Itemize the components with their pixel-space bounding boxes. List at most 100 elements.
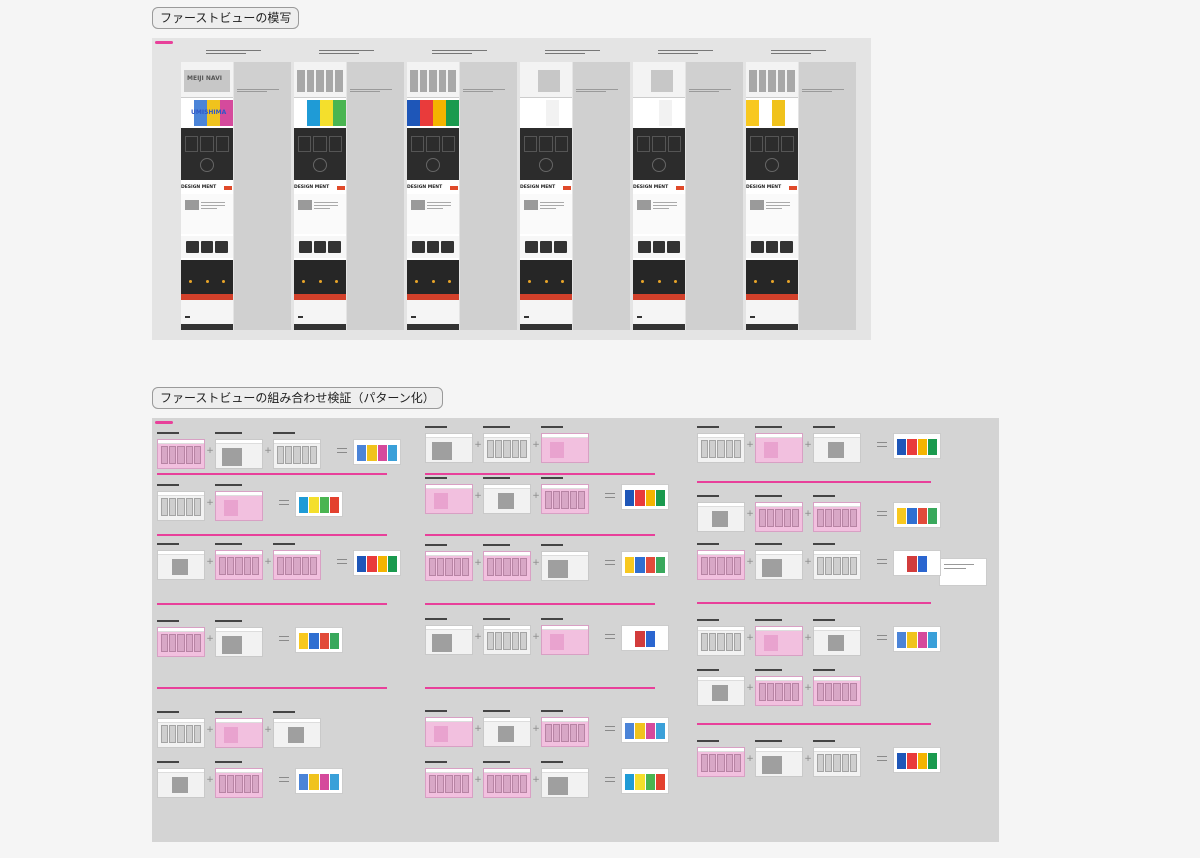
card-header [158,719,204,723]
thumbnail [298,200,312,210]
result-tile [309,774,319,790]
column [767,683,775,701]
column [161,725,169,743]
result-tile [927,632,937,648]
gray-box [712,511,728,527]
pattern-row: ++ [157,542,401,584]
column [437,558,445,576]
column [169,634,177,652]
pattern-card [215,550,263,580]
dot [641,280,644,283]
reference-panel [686,62,743,330]
label-line [755,543,782,545]
column [161,446,169,464]
label-line [697,740,719,742]
pattern-card [483,484,531,514]
column [701,633,709,651]
result-tile [927,439,937,455]
card-header [158,492,204,496]
card-header [274,440,320,444]
footer-bar [294,324,346,330]
plus-sign: + [804,754,812,764]
column [511,632,519,650]
column [519,775,528,793]
red-band [746,294,798,300]
card-header [542,626,588,630]
result-tile [635,723,645,739]
column [733,557,742,575]
column [487,775,495,793]
result-banner [897,439,937,455]
dot [787,280,790,283]
hero-tile [297,70,305,92]
column [791,683,800,701]
dark-section [633,128,685,180]
text-line [653,205,677,206]
reference-label [350,89,392,93]
footer-bar [746,324,798,330]
reference-label-line [237,89,279,90]
pattern-card [425,717,473,747]
dark-circle [765,158,779,172]
equals-sign [605,493,615,498]
column [833,557,841,575]
pattern-label [483,709,510,712]
equals-sign [605,560,615,565]
pattern-result [621,551,669,577]
result-banner [299,497,339,513]
reference-label [237,89,279,93]
column-note [432,50,492,54]
pattern-label [483,760,510,763]
site-mock: DESIGN MENT [294,62,346,330]
pattern-label [157,483,179,486]
mock-hero [407,62,459,98]
dark-grid-cell [765,136,779,152]
label-line [157,543,179,545]
plus-sign: + [532,558,540,568]
hero-tiles [410,70,456,92]
thumbnail [637,200,651,210]
result-banner [897,508,937,524]
pattern-label [541,760,563,763]
dot [448,280,451,283]
column [235,775,243,793]
column [841,683,849,701]
red-band [633,294,685,300]
pattern-card [813,550,861,580]
pattern-label [697,618,719,621]
dot [431,280,435,283]
column [511,558,519,576]
label-line [215,484,242,486]
pattern-card [755,550,803,580]
column [709,633,717,651]
pattern-card [157,439,205,469]
result-tile [897,556,907,572]
result-tile [329,497,339,513]
column [825,557,833,575]
equals-sign [877,442,887,447]
footer [520,300,572,330]
pattern-card [157,491,205,521]
hero-image [538,70,560,92]
thumbnail [411,200,425,210]
column [825,683,833,701]
card-header [484,485,530,489]
column [833,509,841,527]
design-ment-heading: DESIGN MENT [407,184,459,192]
note-line [658,52,698,54]
pattern-label [215,760,242,763]
result-tile [319,497,329,513]
pattern-label [215,431,242,434]
light-section [294,194,346,234]
result-tile [907,632,917,648]
column [185,446,193,464]
text-line [201,205,225,206]
footer-bar [181,324,233,330]
column-set [277,557,318,575]
column [849,509,858,527]
dark-grid-cell [750,136,764,152]
dot [674,280,677,283]
footer-bar [407,324,459,330]
label-line [697,669,719,671]
column-set [161,446,202,464]
